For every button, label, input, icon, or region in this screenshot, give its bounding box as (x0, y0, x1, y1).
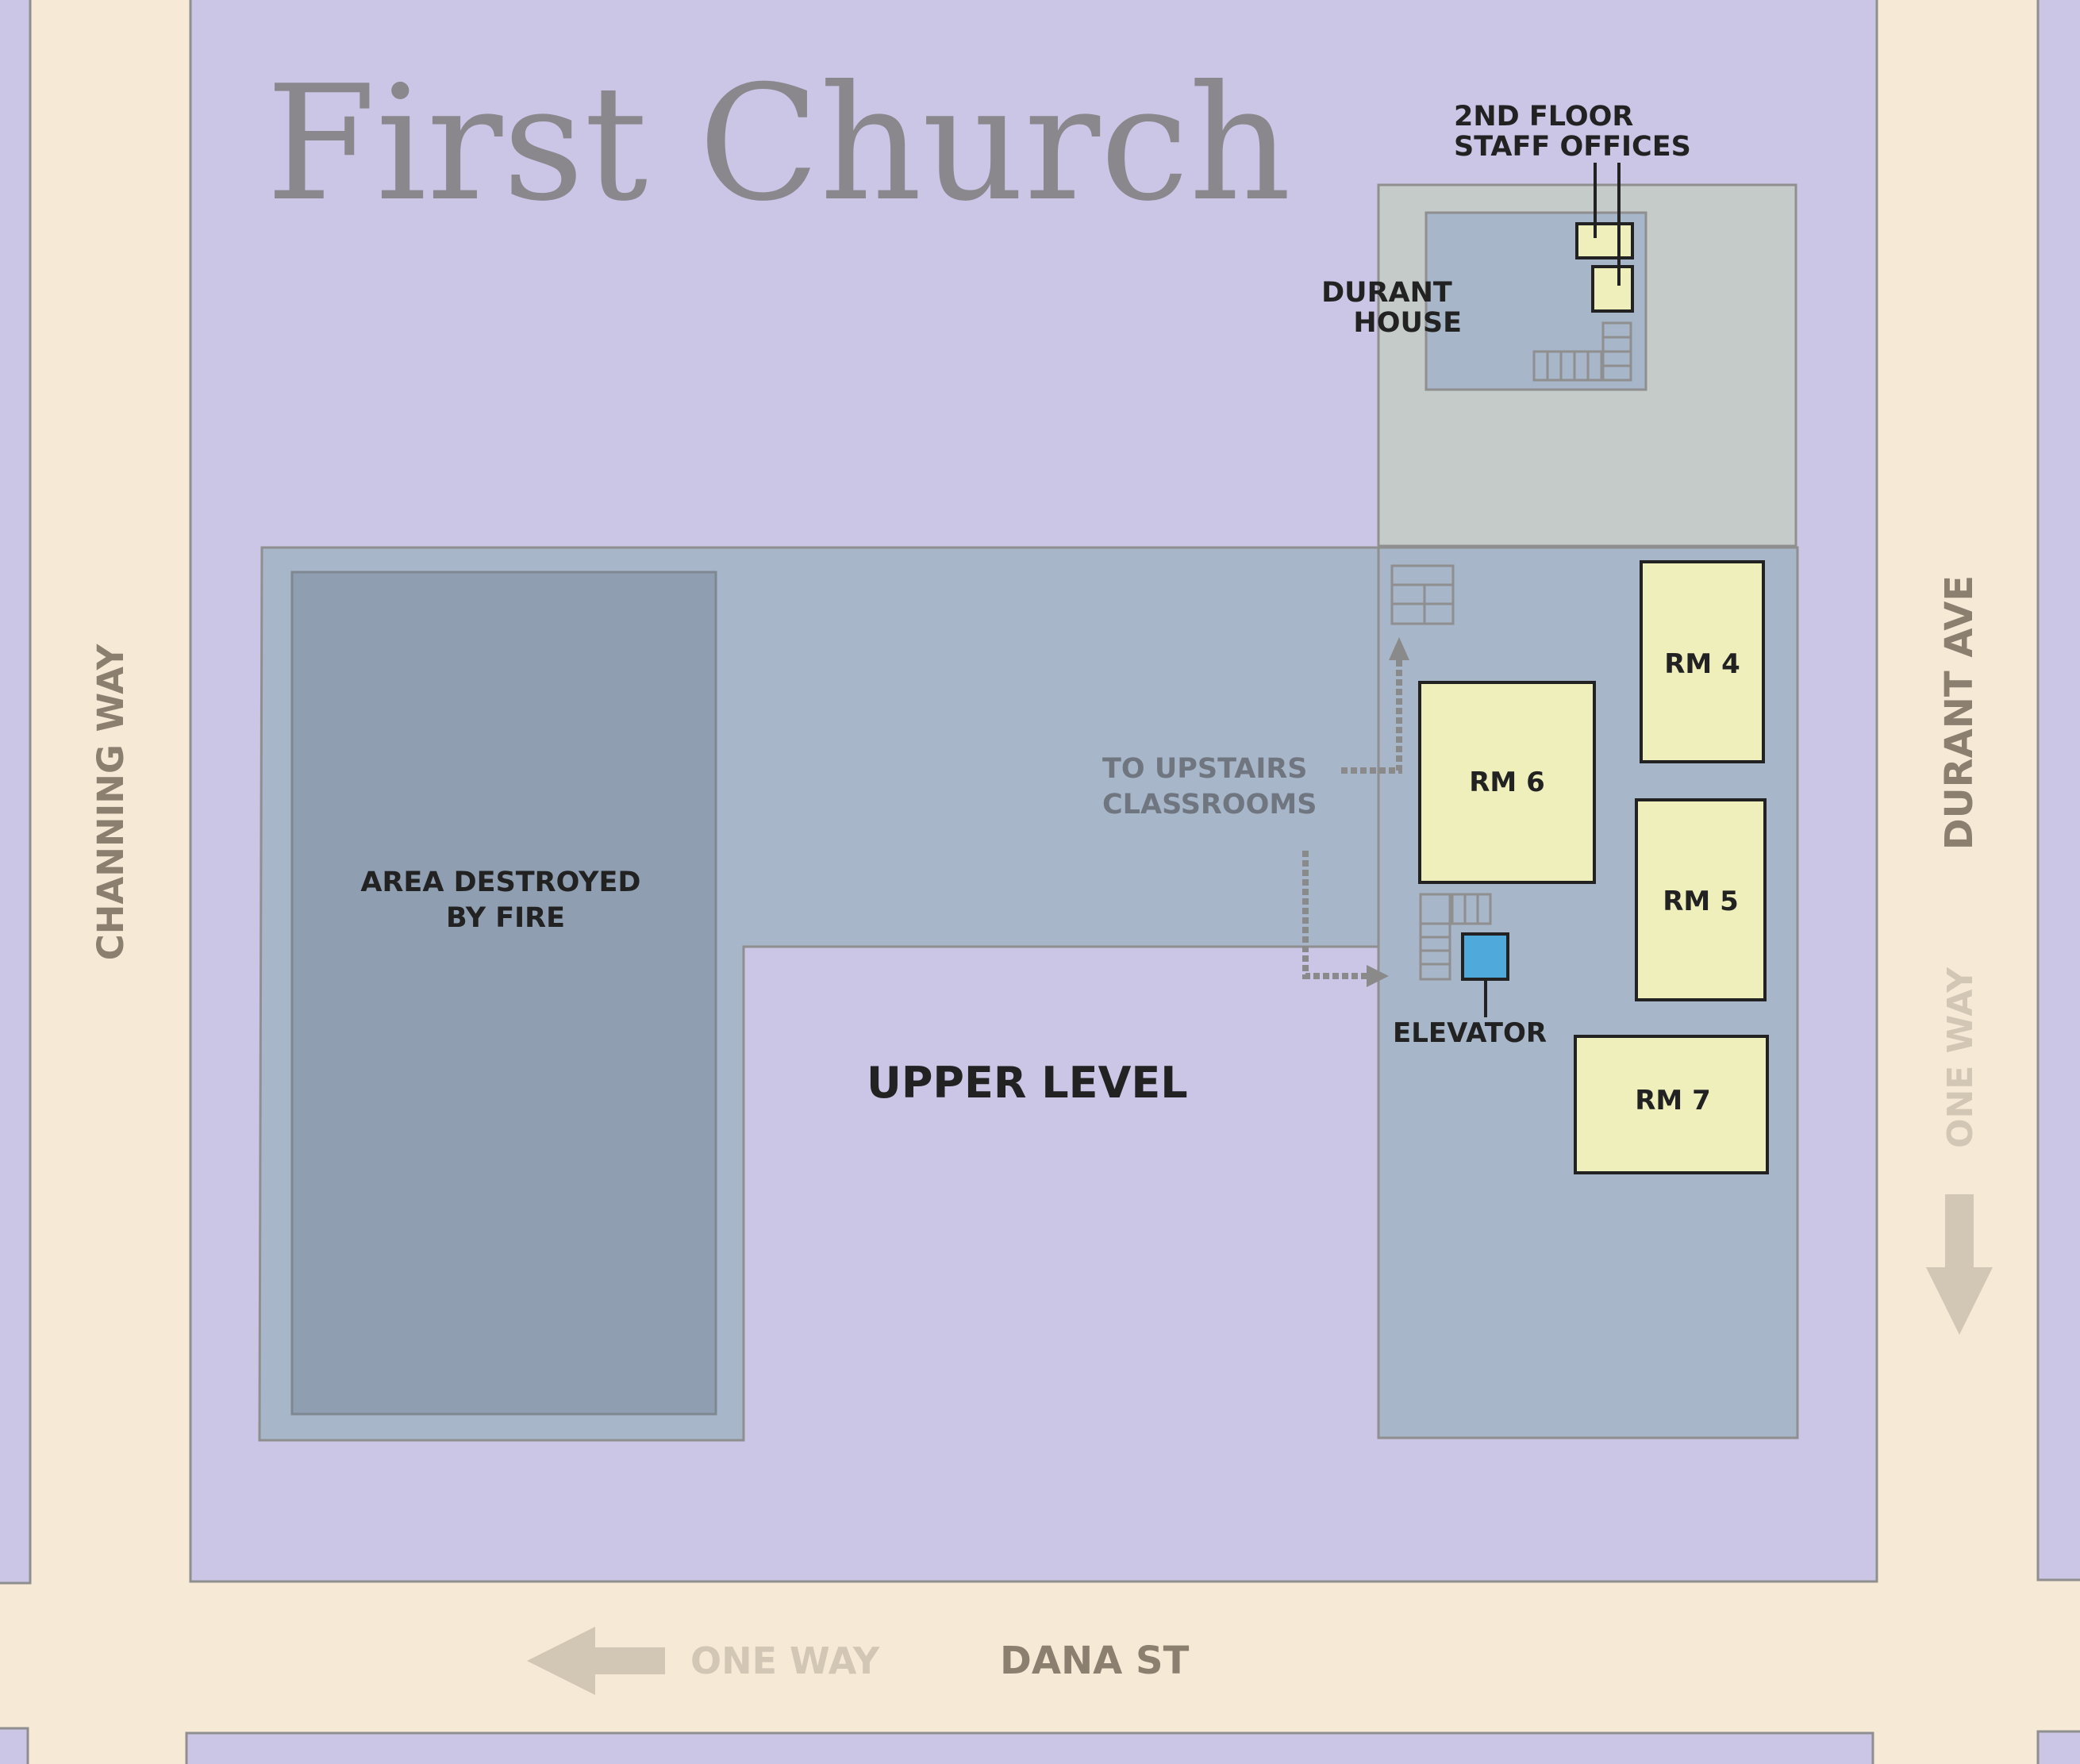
room-6-label: RM 6 (1469, 767, 1545, 798)
staff-offices-label: 2ND FLOOR STAFF OFFICES (1454, 101, 1691, 163)
room-5-label: RM 5 (1663, 886, 1739, 917)
room-7-label: RM 7 (1635, 1085, 1711, 1116)
one-way-arrow-down-icon (1926, 1194, 1993, 1335)
route-arrow-up-icon (1389, 637, 1409, 660)
route-arrow-right-icon (1367, 965, 1389, 987)
block-southeast (2036, 1730, 2080, 1764)
durant-one-way-label: ONE WAY (1940, 967, 1981, 1148)
elevator-label: ELEVATOR (1393, 1017, 1547, 1049)
room-7[interactable] (1574, 1035, 1769, 1174)
durant-house-label: DURANT HOUSE (1321, 277, 1462, 339)
fire-area-label: AREA DESTROYED BY FIRE (360, 867, 650, 934)
dana-one-way-label: ONE WAY (690, 1639, 880, 1682)
stairs-icon-upper (1390, 564, 1455, 625)
upper-level-label: UPPER LEVEL (867, 1058, 1188, 1108)
room-4-label: RM 4 (1664, 648, 1740, 680)
block-west (0, 0, 32, 1585)
staff-office-a[interactable] (1575, 222, 1634, 259)
dana-st-label: DANA ST (1000, 1639, 1190, 1683)
durant-ave-label: DURANT AVE (1937, 575, 1982, 850)
stairs-icon-lower (1419, 893, 1492, 981)
room-5[interactable] (1635, 798, 1767, 1001)
durant-house-stairs-icon (1532, 321, 1632, 382)
block-south (185, 1731, 1874, 1764)
area-destroyed-by-fire (290, 571, 717, 1416)
one-way-arrow-left-icon (527, 1627, 665, 1695)
room-4[interactable] (1640, 560, 1765, 763)
channing-way-label: CHANNING WAY (90, 643, 132, 960)
elevator[interactable] (1461, 932, 1509, 981)
block-east (2036, 0, 2080, 1581)
room-6[interactable] (1418, 681, 1596, 884)
block-southwest (0, 1727, 29, 1764)
upstairs-route (1302, 637, 1409, 987)
upstairs-classrooms-label: TO UPSTAIRS CLASSROOMS (1102, 753, 1317, 821)
staff-office-b[interactable] (1591, 265, 1634, 313)
map-title: First Church (266, 52, 1291, 236)
